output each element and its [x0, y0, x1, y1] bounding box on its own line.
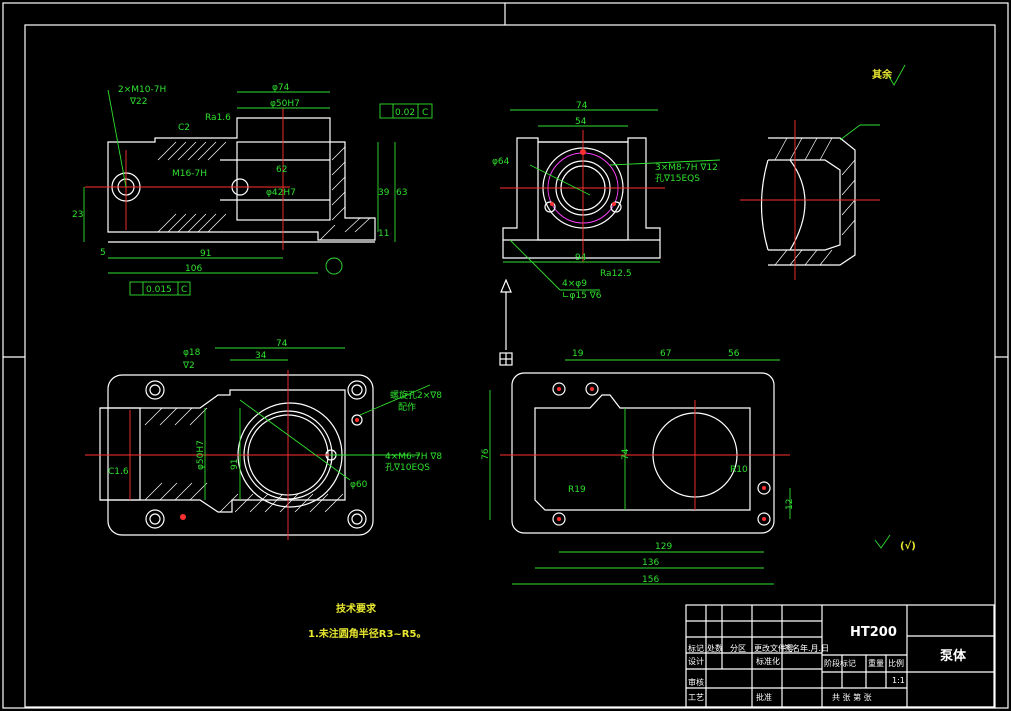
- top-dep2: ∇2: [182, 361, 195, 371]
- d62-label: 62: [276, 165, 287, 175]
- tb-date: 年.月.日: [800, 643, 829, 653]
- bottom-view: 19 67 56 76 74 129 136 156 12 R10 R19: [481, 349, 795, 585]
- view-direction-arrow: [499, 278, 513, 366]
- bot-d136: 136: [642, 558, 659, 568]
- side-d94: 94: [575, 253, 587, 263]
- tb-scale-label: 比例: [888, 658, 904, 668]
- top-helix: 螺旋孔2×∇8: [390, 389, 442, 401]
- side-holes: 4×φ9: [562, 279, 587, 289]
- tb-sheets: 共 张 第 张: [832, 692, 872, 702]
- d63-label: 63: [396, 188, 407, 198]
- side-d54: 54: [575, 117, 587, 127]
- material-label: HT200: [850, 625, 897, 640]
- d106-label: 106: [185, 264, 202, 274]
- top-section-view: φ18 ∇2 34 74 91 φ50H7 φ60 4×M6-7H ∇8 孔∇1…: [85, 339, 442, 540]
- tech-req-item: 1.未注圆角半径R3~R5。: [308, 627, 426, 640]
- tb-scale: 1:1: [892, 676, 905, 685]
- depth-label: ∇22: [129, 97, 147, 107]
- tb-count: 处数: [707, 643, 723, 653]
- bot-d56: 56: [728, 349, 740, 359]
- side-d74: 74: [576, 101, 588, 111]
- bot-d129: 129: [655, 542, 672, 552]
- phi42-label: φ42H7: [266, 188, 296, 198]
- phi50-label: φ50H7: [270, 99, 300, 109]
- roughness-rest: (√): [900, 540, 916, 552]
- bot-r19: R19: [568, 485, 586, 495]
- title-block: 标记 处数 分区 更改文件号 签名 年.月.日 设计 标准化 阶段标记 重量 比…: [685, 604, 995, 708]
- side-ra: Ra12.5: [600, 269, 632, 279]
- c2-label: C2: [178, 123, 190, 133]
- top-phi60: φ60: [350, 480, 368, 490]
- bot-d74: 74: [621, 448, 631, 460]
- datum-label: C: [422, 108, 428, 118]
- top-helix2: 配作: [398, 401, 416, 413]
- bot-d156: 156: [642, 575, 659, 585]
- side-holes2: ∟φ15 ∇6: [562, 291, 602, 301]
- ra-label: Ra1.6: [205, 113, 231, 123]
- tb-sign: 签名: [784, 643, 800, 653]
- tb-std: 标准化: [756, 656, 780, 666]
- top-d91: 91: [230, 459, 240, 470]
- tb-process: 工艺: [688, 693, 704, 702]
- tb-design: 设计: [688, 656, 704, 666]
- top-phi50: φ50H7: [196, 440, 206, 470]
- tb-weight: 重量: [868, 658, 884, 668]
- bot-d12: 12: [785, 499, 795, 510]
- top-c16: C1.6: [108, 467, 129, 477]
- d91-label: 91: [200, 249, 211, 259]
- d39-label: 39: [378, 188, 390, 198]
- front-section-view: 2×M10-7H ∇22 φ74 φ50H7 0.02 C C2 Ra1.6 M…: [72, 83, 433, 296]
- partial-section-view: [740, 120, 880, 280]
- tb-zone: 分区: [730, 644, 746, 653]
- bot-d19: 19: [572, 349, 584, 359]
- top-phi18: φ18: [183, 348, 201, 358]
- top-m6: 4×M6-7H ∇8: [385, 452, 442, 462]
- flatness-value: 0.02: [395, 108, 415, 118]
- d23-label: 23: [72, 210, 83, 220]
- tech-req-title: 技术要求: [336, 602, 377, 615]
- tb-doc: 更改文件号: [754, 643, 794, 653]
- side-view: 74 54 94 φ64 3×M8-7H ∇12 孔∇15EQS 4×φ9 ∟φ…: [492, 101, 721, 301]
- m16-label: M16-7H: [172, 169, 207, 179]
- side-phi64: φ64: [492, 157, 510, 167]
- tb-mark: 标记: [688, 643, 704, 653]
- perp-value: 0.015: [146, 285, 172, 295]
- top-d34: 34: [255, 351, 267, 361]
- tb-approve: 批准: [756, 692, 772, 702]
- bot-d67: 67: [660, 349, 671, 359]
- surface-finish-note: 其余: [872, 68, 893, 81]
- d11-label: 11: [378, 229, 389, 239]
- tb-check: 审核: [688, 677, 704, 687]
- side-thread2: 孔∇15EQS: [655, 173, 700, 184]
- bot-d76: 76: [481, 448, 491, 460]
- phi74-label: φ74: [272, 83, 290, 93]
- top-m6b: 孔∇10EQS: [385, 462, 430, 473]
- top-d74: 74: [276, 339, 288, 349]
- bot-r10: R10: [730, 465, 748, 475]
- thread-label: 2×M10-7H: [118, 85, 166, 95]
- tb-stage: 阶段标记: [824, 658, 856, 668]
- roughness-symbol: [874, 64, 906, 549]
- d5-label: 5: [100, 248, 106, 258]
- side-thread: 3×M8-7H ∇12: [655, 163, 718, 173]
- part-name: 泵体: [940, 648, 967, 664]
- datum2-label: C: [181, 285, 187, 295]
